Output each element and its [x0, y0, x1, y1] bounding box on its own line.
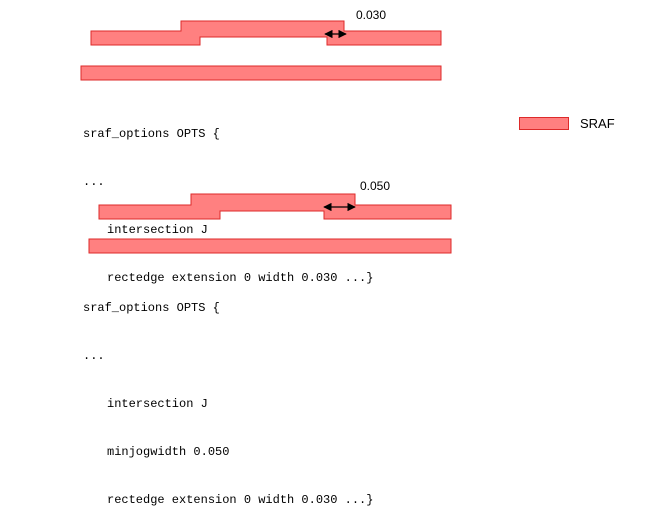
sraf-swatch-icon	[519, 117, 569, 130]
code-line: intersection J	[107, 397, 208, 411]
code-line: rectedge extension 0 width 0.030 ...}	[107, 271, 374, 285]
code-line: ...	[83, 349, 105, 363]
code-line: minjogwidth 0.050	[107, 445, 230, 459]
code-block-2: sraf_options OPTS { ... intersection J m…	[83, 268, 373, 524]
code-line: rectedge extension 0 width 0.030 ...}	[107, 493, 374, 507]
legend: SRAF	[519, 116, 615, 131]
sraf-shape-lower-2	[88, 238, 452, 254]
dimension-label-2: 0.050	[360, 179, 391, 193]
code-block-1: sraf_options OPTS { ... intersection J r…	[83, 94, 373, 302]
sraf-shape-lower-1	[80, 65, 442, 81]
dimension-label-1: 0.030	[356, 8, 387, 22]
code-line: sraf_options OPTS {	[83, 127, 220, 141]
sraf-diagram-canvas	[80, 20, 452, 254]
legend-label: SRAF	[580, 116, 615, 131]
sraf-shape-upper-1	[90, 20, 442, 46]
sraf-shape-upper-2	[98, 193, 452, 220]
code-line: sraf_options OPTS {	[83, 301, 220, 315]
code-line: intersection J	[107, 223, 208, 237]
code-line: ...	[83, 175, 105, 189]
